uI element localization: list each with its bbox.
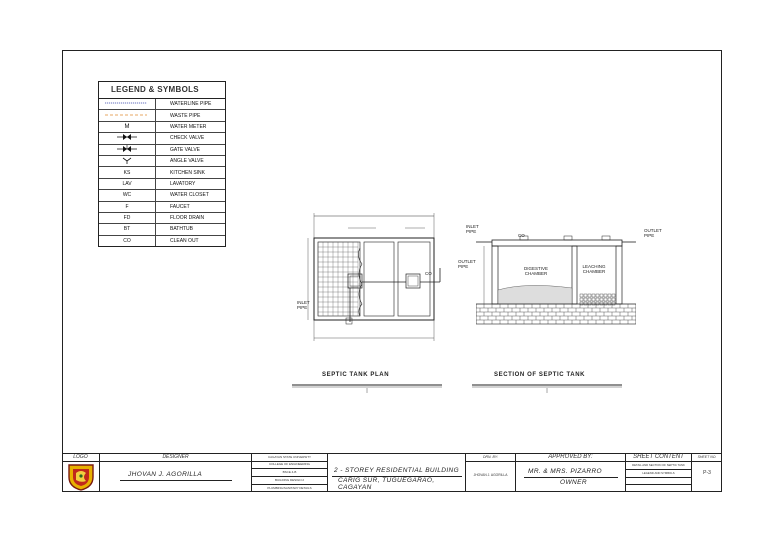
legend-row: GATE VALVE (99, 143, 225, 156)
owner-label: OWNER (560, 479, 587, 486)
section-digestive-label: DIGESTIVE CHAMBER (523, 266, 548, 276)
legend-item-name: CLEAN OUT (155, 234, 225, 247)
sheet-content-label: SHEET CONTENT (626, 454, 691, 462)
sheet-content-cell: SHEET CONTENT DETAIL AND SECTION OF SEPT… (626, 454, 692, 492)
sheet-content-line-1: DETAIL AND SECTION OF SEPTIC TANK (632, 463, 685, 467)
legend-symbol: LAV (99, 177, 156, 190)
legend-row: WATERLINE PIPE (99, 99, 225, 110)
drawing-sheet-border (62, 50, 722, 492)
section-leaching-label: LEACHING CHAMBER (582, 264, 606, 274)
approved-cell: APPROVED BY: MR. & MRS. PIZARRO OWNER (516, 454, 626, 492)
septic-tank-plan-drawing (307, 213, 441, 341)
legend-item-name: GATE VALVE (155, 143, 225, 156)
section-title-underline (472, 384, 622, 393)
university-seal-icon (68, 464, 94, 491)
sheet-content-line-2: LEGEND AND SYMBOLS (642, 471, 675, 475)
sheet-number-cell: SHEET NO. P-3 (692, 454, 722, 492)
waste-pipe-icon (105, 114, 147, 115)
legend-symbol (99, 132, 156, 145)
legend-row: CHECK VALVE (99, 132, 225, 145)
legend-item-name: WATER CLOSET (155, 189, 225, 202)
drawn-by-name: JHOVAN J. AGORILLA (473, 473, 508, 477)
legend-title: LEGEND & SYMBOLS (99, 82, 225, 99)
project-cell: 2 - STOREY RESIDENTIAL BUILDING CARIG SU… (328, 454, 466, 492)
legend-row: WASTE PIPE (99, 109, 225, 122)
legend-item-name: WATERLINE PIPE (170, 101, 212, 108)
university-name: CAGAYAN STATE UNIVERSITY (267, 455, 312, 459)
project-location: CARIG SUR, TUGUEGARAO, CAGAYAN (338, 477, 435, 491)
legend-symbol: KS (99, 166, 156, 179)
legend-symbol: BT (99, 223, 156, 236)
legend-item-name: FAUCET (155, 200, 225, 213)
plan-title-underline (292, 384, 442, 393)
legend-symbol: CO (99, 234, 156, 247)
project-name: 2 - STOREY RESIDENTIAL BUILDING (334, 467, 460, 474)
plan-inlet-label: INLET PIPE (297, 300, 310, 310)
designer-cell: DESIGNER JHOVAN J. AGORILLA (100, 454, 252, 492)
title-block: LOGO DESIGNER JHOVAN J. AGORILLA CAGAYAN… (62, 453, 722, 492)
designer-label: DESIGNER (100, 454, 251, 462)
legend-item-name: WASTE PIPE (155, 109, 225, 122)
legend-symbol (99, 154, 156, 167)
legend-row: ANGLE VALVE (99, 154, 225, 167)
check-valve-icon (117, 134, 137, 141)
legend-item-name: KITCHEN SINK (155, 166, 225, 179)
gate-valve-icon (117, 144, 137, 152)
legend-symbol: WC (99, 189, 156, 202)
section-co-label: CO (518, 233, 525, 238)
legend-item-name: BATHTUB (155, 223, 225, 236)
section-title: SECTION OF SEPTIC TANK (494, 372, 586, 378)
sheet-title-small: PLUMBING/SANITARY DETAILS (267, 486, 312, 490)
legend-item-name: CHECK VALVE (155, 132, 225, 145)
waterline-pipe-icon (105, 102, 147, 104)
section-inlet-label: INLET PIPE (466, 224, 479, 234)
logo-label: LOGO (62, 454, 99, 462)
sheet-number: P-3 (703, 470, 711, 476)
plan-co-label: CO (425, 271, 432, 276)
legend-symbol (99, 109, 156, 122)
approved-name: MR. & MRS. PIZARRO (528, 468, 603, 475)
plan-outlet-label: OUTLET PIPE (458, 259, 476, 269)
legend-item-name: LAVATORY (155, 177, 225, 190)
course-name: BSCE 4-B (282, 470, 297, 474)
school-cell: CAGAYAN STATE UNIVERSITY COLLEGE OF ENGI… (252, 454, 328, 492)
drawn-by-cell: DRN. BY: JHOVAN J. AGORILLA (466, 454, 516, 492)
legend-item-name: WATER METER (155, 120, 225, 133)
drawn-by-label: DRN. BY: (466, 454, 515, 462)
college-name: COLLEGE OF ENGINEERING (268, 462, 310, 466)
legend-symbol: M (99, 120, 156, 133)
approved-label: APPROVED BY: (516, 454, 625, 462)
angle-valve-icon (122, 157, 132, 165)
legend-symbol (99, 143, 156, 156)
legend-item-name: FLOOR DRAIN (155, 211, 225, 224)
section-outlet-label: OUTLET PIPE (644, 228, 662, 238)
subject-name: BUILDING DESIGN 2 (274, 478, 304, 482)
legend-item-name: ANGLE VALVE (155, 154, 225, 167)
septic-tank-section-drawing (476, 235, 636, 325)
legend-symbol: F (99, 200, 156, 213)
sheet-number-label: SHEET NO. (692, 454, 722, 462)
legend-symbol: FD (99, 211, 156, 224)
logo-cell: LOGO (62, 454, 100, 492)
legend-symbol (99, 99, 156, 110)
designer-name: JHOVAN J. AGORILLA (128, 471, 203, 478)
plan-title: SEPTIC TANK PLAN (322, 372, 390, 378)
